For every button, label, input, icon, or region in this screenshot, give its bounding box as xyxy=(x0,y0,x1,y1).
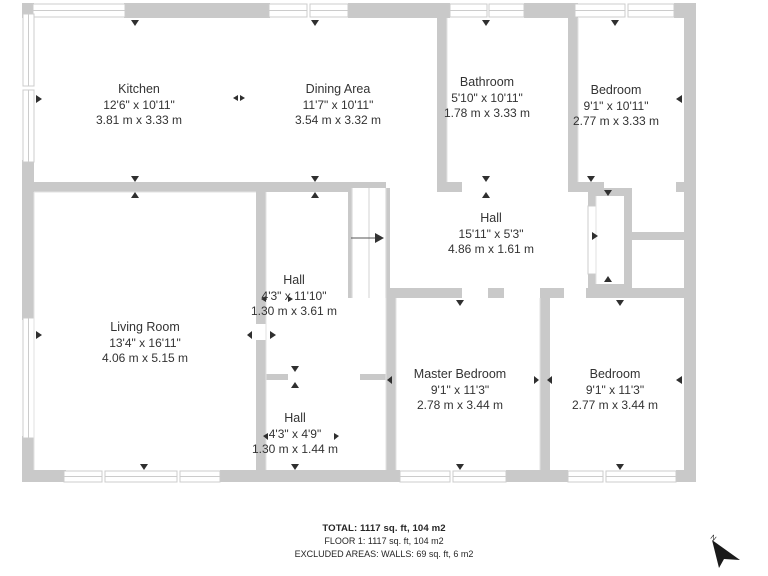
wall-mid-horizontal-farright xyxy=(676,182,696,192)
area-summary: TOTAL: 1117 sq. ft, 104 m2 FLOOR 1: 1117… xyxy=(0,522,768,560)
wall-stair-left xyxy=(348,188,352,298)
stairs-group xyxy=(351,188,387,298)
window-living-bottom xyxy=(63,470,221,483)
door-marker-bedroom-tr-right xyxy=(676,95,682,103)
window-master-bottom xyxy=(399,470,507,483)
wall-stair-right xyxy=(386,188,390,298)
door-marker-hall-vertical-right xyxy=(270,331,276,339)
door-marker-kitchen-dining-right xyxy=(240,95,245,101)
wall-closet-bottom xyxy=(588,284,632,292)
door-marker-hall-living-left xyxy=(247,331,252,339)
wall-vertical-dining-bath xyxy=(437,3,447,185)
door-marker-hallv-right xyxy=(288,296,293,302)
door-marker-bedroom-tr-bottom xyxy=(587,176,595,182)
window-kitchen-left xyxy=(22,13,35,163)
door-marker-bedroom-br-left xyxy=(547,376,552,384)
door-marker-hallsmall-right xyxy=(334,433,339,440)
door-marker-kitchen-top xyxy=(131,20,139,26)
area-total: TOTAL: 1117 sq. ft, 104 m2 xyxy=(322,523,446,534)
wall-mid-horizontal-hallright xyxy=(568,182,604,192)
door-marker-master-right xyxy=(534,376,539,384)
door-marker-closet xyxy=(592,232,598,240)
door-marker-living-bottom xyxy=(140,464,148,470)
compass-north-label: N xyxy=(709,534,717,543)
door-marker-hall-top-mid xyxy=(311,192,319,198)
door-marker-hallsmall-top-up xyxy=(291,382,299,388)
door-marker-hall-top-right xyxy=(482,192,490,198)
wall-left-mid xyxy=(22,186,34,320)
interior-edge-lines xyxy=(33,18,597,470)
wall-bottom-right-corner xyxy=(676,470,696,482)
wall-bottom-segment-master-bed xyxy=(506,470,568,482)
door-marker-hallsmall-top-down xyxy=(291,366,299,372)
wall-vertical-bath-bedroom xyxy=(568,3,578,185)
compass-needle xyxy=(712,540,740,568)
window-living-left xyxy=(22,317,35,439)
door-markers-group xyxy=(36,20,682,470)
wall-closet-connector xyxy=(624,232,696,240)
door-marker-bedroom-br-bottom xyxy=(616,464,624,470)
wall-living-hall-upper xyxy=(256,188,266,316)
wall-hall-small-top-right xyxy=(360,374,390,380)
window-bedroom-tr-top xyxy=(574,3,675,18)
wall-mid-horizontal-left xyxy=(22,182,386,192)
wall-bedroom-br-top-right xyxy=(586,288,696,298)
door-marker-bathroom-top xyxy=(482,20,490,26)
wall-left-lower-top xyxy=(22,160,34,188)
area-excluded: EXCLUDED AREAS: WALLS: 69 sq. ft, 6 m2 xyxy=(294,548,474,559)
window-dining-top xyxy=(268,3,349,18)
door-marker-kitchen-bottom xyxy=(131,176,139,182)
door-marker-bedroom-br-right xyxy=(676,376,682,384)
door-marker-bathroom-bottom xyxy=(482,176,490,182)
door-marker-living-left xyxy=(36,331,42,339)
door-marker-dining-bottom xyxy=(311,176,319,182)
wall-left-upper xyxy=(22,3,34,15)
door-marker-hall-top-left xyxy=(131,192,139,198)
door-marker-master-bottom xyxy=(456,464,464,470)
wall-hall-small-top-left xyxy=(262,374,288,380)
wall-bottom-left-corner xyxy=(22,470,66,482)
door-marker-bedroom-tr-top xyxy=(611,20,619,26)
wall-living-hall-notch xyxy=(256,316,266,324)
wall-top-segment-dining-right xyxy=(348,3,450,18)
door-marker-kitchen-left xyxy=(36,95,42,103)
door-marker-hallsmall-bottom xyxy=(291,464,299,470)
window-kitchen-top xyxy=(32,3,126,18)
door-marker-master-left xyxy=(387,376,392,384)
wall-closet-left-top xyxy=(588,188,596,208)
wall-right-outer xyxy=(684,3,696,482)
wall-living-hall-lower xyxy=(256,340,266,474)
wall-bottom-segment-hall-master xyxy=(268,470,400,482)
wall-master-top xyxy=(386,288,462,298)
wall-bedroom-br-top xyxy=(544,288,564,298)
door-marker-hallsmall-left xyxy=(263,433,268,440)
door-marker-dining-top xyxy=(311,20,319,26)
wall-mid-horizontal-right xyxy=(437,182,462,192)
wall-top-segment-kitchen-dining xyxy=(124,3,270,18)
window-bedroom-br-bottom xyxy=(567,470,677,483)
wall-master-bedroom-divider xyxy=(540,288,550,474)
compass-rose: N xyxy=(709,534,740,568)
wall-top-segment-bath-bed xyxy=(524,3,574,18)
door-marker-closet-top xyxy=(604,190,612,196)
door-marker-closet-bottom xyxy=(604,276,612,282)
window-bathroom-top xyxy=(449,3,525,18)
door-marker-hallv-left xyxy=(261,296,266,302)
wall-master-top-right xyxy=(488,288,504,298)
door-marker-bedroom-br-top xyxy=(616,300,624,306)
wall-closet-left-bottom xyxy=(588,272,596,292)
door-marker-master-top xyxy=(456,300,464,306)
area-floor-1: FLOOR 1: 1117 sq. ft, 104 m2 xyxy=(324,536,444,547)
door-marker-kitchen-dining-left xyxy=(233,95,238,101)
